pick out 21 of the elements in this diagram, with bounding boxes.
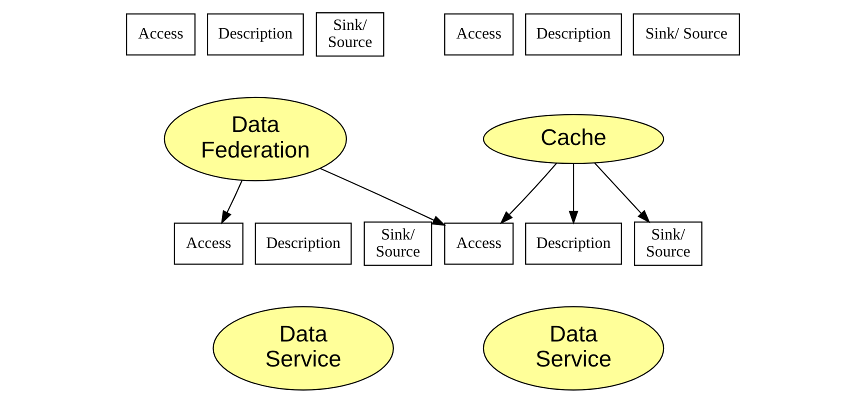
node-box: Sink/ Source xyxy=(633,221,702,266)
node-box: Access xyxy=(444,13,514,56)
node-ellipse: Cache xyxy=(482,114,664,164)
node-box: Sink/ Source xyxy=(363,221,432,266)
arrow xyxy=(220,180,242,224)
node-box: Description xyxy=(524,13,622,56)
node-box: Access xyxy=(173,222,243,265)
node-box: Description xyxy=(254,222,352,265)
arrow xyxy=(594,162,650,224)
node-box: Access xyxy=(444,222,514,265)
node-box: Description xyxy=(206,13,304,56)
node-ellipse: Data Service xyxy=(212,306,394,391)
node-box: Access xyxy=(126,13,196,56)
node-ellipse: Data Federation xyxy=(163,96,346,182)
arrow xyxy=(499,162,557,224)
node-box: Sink/ Source xyxy=(632,13,740,56)
node-box: Description xyxy=(524,222,622,265)
node-ellipse: Data Service xyxy=(482,306,664,391)
arrow xyxy=(568,163,578,225)
arrow xyxy=(320,168,446,226)
node-box: Sink/ Source xyxy=(315,12,384,57)
